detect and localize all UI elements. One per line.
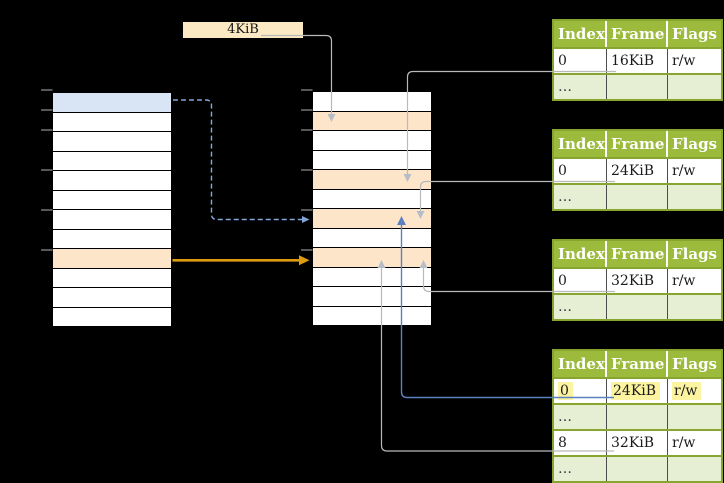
memory-row bbox=[313, 228, 431, 248]
header-frame: Frame bbox=[607, 241, 668, 267]
cell-frame bbox=[607, 405, 668, 429]
header-index: Index bbox=[554, 131, 607, 157]
page-table-row: … bbox=[554, 293, 721, 319]
memory-row bbox=[53, 171, 171, 191]
header-flags: Flags bbox=[672, 355, 717, 373]
frame-size-label: 4KiB bbox=[183, 22, 303, 38]
memory-row bbox=[53, 112, 171, 132]
cell-index: 0 bbox=[554, 269, 607, 293]
cell-flags: r/w bbox=[672, 163, 696, 179]
page-table-1: Index Frame Flags 0 16KiB r/w … bbox=[552, 19, 723, 101]
cell-frame: 24KiB bbox=[607, 159, 668, 183]
header-frame: Frame bbox=[607, 351, 668, 377]
memory-row bbox=[313, 170, 431, 190]
cell-frame bbox=[607, 457, 668, 481]
cell-index: … bbox=[554, 295, 607, 319]
page-table-row: 0 16KiB r/w bbox=[554, 47, 721, 73]
page-table-row: 0 24KiB r/w bbox=[554, 157, 721, 183]
page-table-row: 0 32KiB r/w bbox=[554, 267, 721, 293]
cell-frame bbox=[607, 295, 668, 319]
header-index: Index bbox=[554, 21, 607, 47]
page-table-header: Index Frame Flags bbox=[554, 131, 721, 157]
page-table-row: … bbox=[554, 183, 721, 209]
cell-frame bbox=[607, 75, 668, 99]
cell-flags: r/w bbox=[668, 379, 721, 403]
cell-index: … bbox=[554, 75, 607, 99]
memory-row bbox=[53, 151, 171, 171]
page-table-header: Index Frame Flags bbox=[554, 21, 721, 47]
memory-row bbox=[313, 92, 431, 112]
page-table-3: Index Frame Flags 0 32KiB r/w … bbox=[552, 239, 723, 321]
header-flags: Flags bbox=[672, 245, 717, 263]
memory-row bbox=[313, 306, 431, 325]
cell-frame: 32KiB bbox=[607, 269, 668, 293]
header-flags: Flags bbox=[672, 25, 717, 43]
middle-column-ticks bbox=[301, 89, 313, 251]
cell-flags bbox=[668, 405, 721, 429]
memory-row bbox=[53, 132, 171, 152]
cell-flags bbox=[668, 457, 721, 481]
memory-row bbox=[53, 288, 171, 308]
memory-row bbox=[53, 190, 171, 210]
header-index: Index bbox=[554, 351, 607, 377]
page-table-row: … bbox=[554, 455, 721, 481]
cell-flags: r/w bbox=[672, 435, 696, 451]
page-table-header: Index Frame Flags bbox=[554, 351, 721, 377]
memory-row bbox=[313, 248, 431, 268]
memory-row bbox=[53, 210, 171, 230]
memory-row bbox=[313, 131, 431, 151]
cell-index: … bbox=[554, 405, 607, 429]
page-table-header: Index Frame Flags bbox=[554, 241, 721, 267]
cell-flags: r/w bbox=[672, 273, 696, 289]
memory-row bbox=[313, 287, 431, 307]
cell-flags bbox=[668, 75, 721, 99]
page-table-row: 8 32KiB r/w bbox=[554, 429, 721, 455]
header-index: Index bbox=[554, 241, 607, 267]
cell-frame: 32KiB bbox=[607, 431, 668, 455]
cell-index: … bbox=[554, 457, 607, 481]
page-table-row: 0 24KiB r/w bbox=[554, 377, 721, 403]
memory-row bbox=[313, 267, 431, 287]
dashed-arrow-blue-page-to-frame bbox=[173, 99, 310, 223]
cell-frame: 24KiB bbox=[607, 379, 668, 403]
cell-index: … bbox=[554, 185, 607, 209]
header-flags: Flags bbox=[672, 135, 717, 153]
cell-index: 0 bbox=[554, 379, 607, 403]
memory-row bbox=[53, 249, 171, 269]
header-frame: Frame bbox=[607, 21, 668, 47]
cell-index: 0 bbox=[554, 49, 607, 73]
cell-flags bbox=[668, 295, 721, 319]
page-table-row: … bbox=[554, 403, 721, 429]
header-frame: Frame bbox=[607, 131, 668, 157]
middle-memory-column bbox=[312, 91, 432, 326]
cell-index: 0 bbox=[554, 159, 607, 183]
memory-row bbox=[53, 93, 171, 113]
memory-row bbox=[313, 189, 431, 209]
page-table-4: Index Frame Flags 0 24KiB r/w … 8 bbox=[552, 349, 723, 483]
cell-flags bbox=[668, 185, 721, 209]
memory-row bbox=[313, 111, 431, 131]
page-table-2: Index Frame Flags 0 24KiB r/w … bbox=[552, 129, 723, 211]
cell-frame bbox=[607, 185, 668, 209]
left-memory-column bbox=[52, 92, 172, 327]
memory-row bbox=[53, 268, 171, 288]
memory-row bbox=[53, 307, 171, 326]
page-table-row: … bbox=[554, 73, 721, 99]
left-column-ticks bbox=[41, 89, 53, 251]
memory-row bbox=[313, 150, 431, 170]
memory-row bbox=[53, 229, 171, 249]
cell-index: 8 bbox=[554, 431, 607, 455]
memory-row bbox=[313, 209, 431, 229]
cell-flags: r/w bbox=[672, 53, 696, 69]
cell-frame: 16KiB bbox=[607, 49, 668, 73]
